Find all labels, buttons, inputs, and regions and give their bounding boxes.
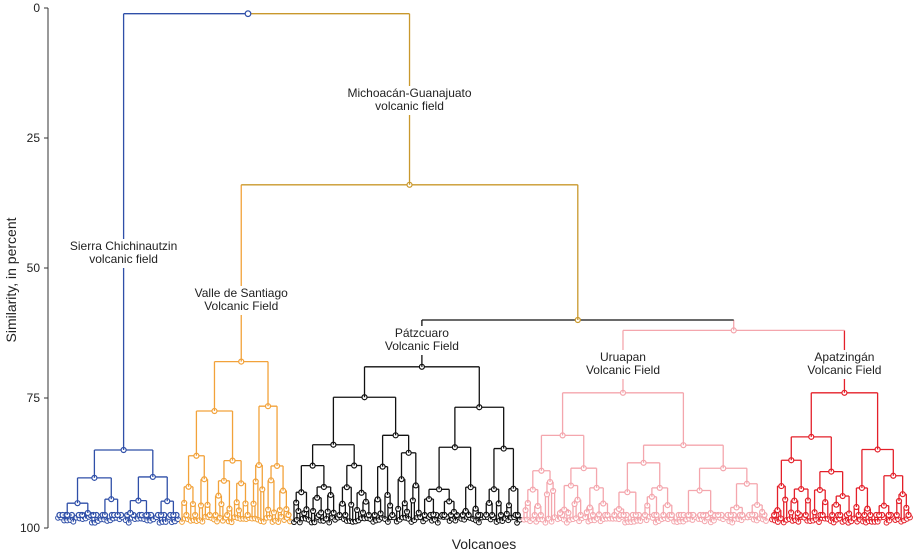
- michoacan-guanajuato-label-line: Michoacán-Guanajuato: [347, 86, 471, 100]
- patzcuaro-label-line: Pátzcuaro: [395, 326, 449, 340]
- cluster-label-backing: [342, 86, 477, 115]
- valle-de-santiago-label-line: Valle de Santiago: [195, 286, 289, 300]
- valle-de-santiago-label-line: Volcanic Field: [204, 299, 278, 313]
- merge-node: [244, 10, 252, 18]
- dendrogram-tree: [55, 10, 913, 526]
- sierra-chichinautzin-label-line: Sierra Chichinautzin: [70, 239, 177, 253]
- x-axis-title: Volcanoes: [452, 536, 517, 552]
- cluster-label-backing: [575, 350, 671, 379]
- patzcuaro-label-line: Volcanic Field: [385, 339, 459, 353]
- y-tick-label: 100: [20, 521, 40, 535]
- uruapan-label-line: Volcanic Field: [586, 363, 660, 377]
- y-axis-title: Similarity, in percent: [3, 217, 19, 342]
- cluster-label-backing: [183, 286, 299, 315]
- michoacan-guanajuato-label-line: volcanic field: [375, 99, 444, 113]
- uruapan-label-line: Uruapan: [600, 350, 646, 364]
- y-tick-label: 25: [27, 131, 41, 145]
- cluster-label-backing: [796, 350, 893, 379]
- cluster-label-backing: [374, 326, 470, 355]
- y-tick-label: 50: [27, 261, 41, 275]
- sierra-chichinautzin-label-line: volcanic field: [89, 252, 158, 266]
- apatzingan-label-line: Apatzingán: [814, 350, 874, 364]
- apatzingan-label-line: Volcanic Field: [807, 363, 881, 377]
- cluster-label-backing: [56, 239, 191, 268]
- y-tick-label: 0: [33, 1, 40, 15]
- y-tick-label: 75: [27, 391, 41, 405]
- y-axis: 0 25 50 75 100 Similarity, in percent Vo…: [3, 1, 516, 552]
